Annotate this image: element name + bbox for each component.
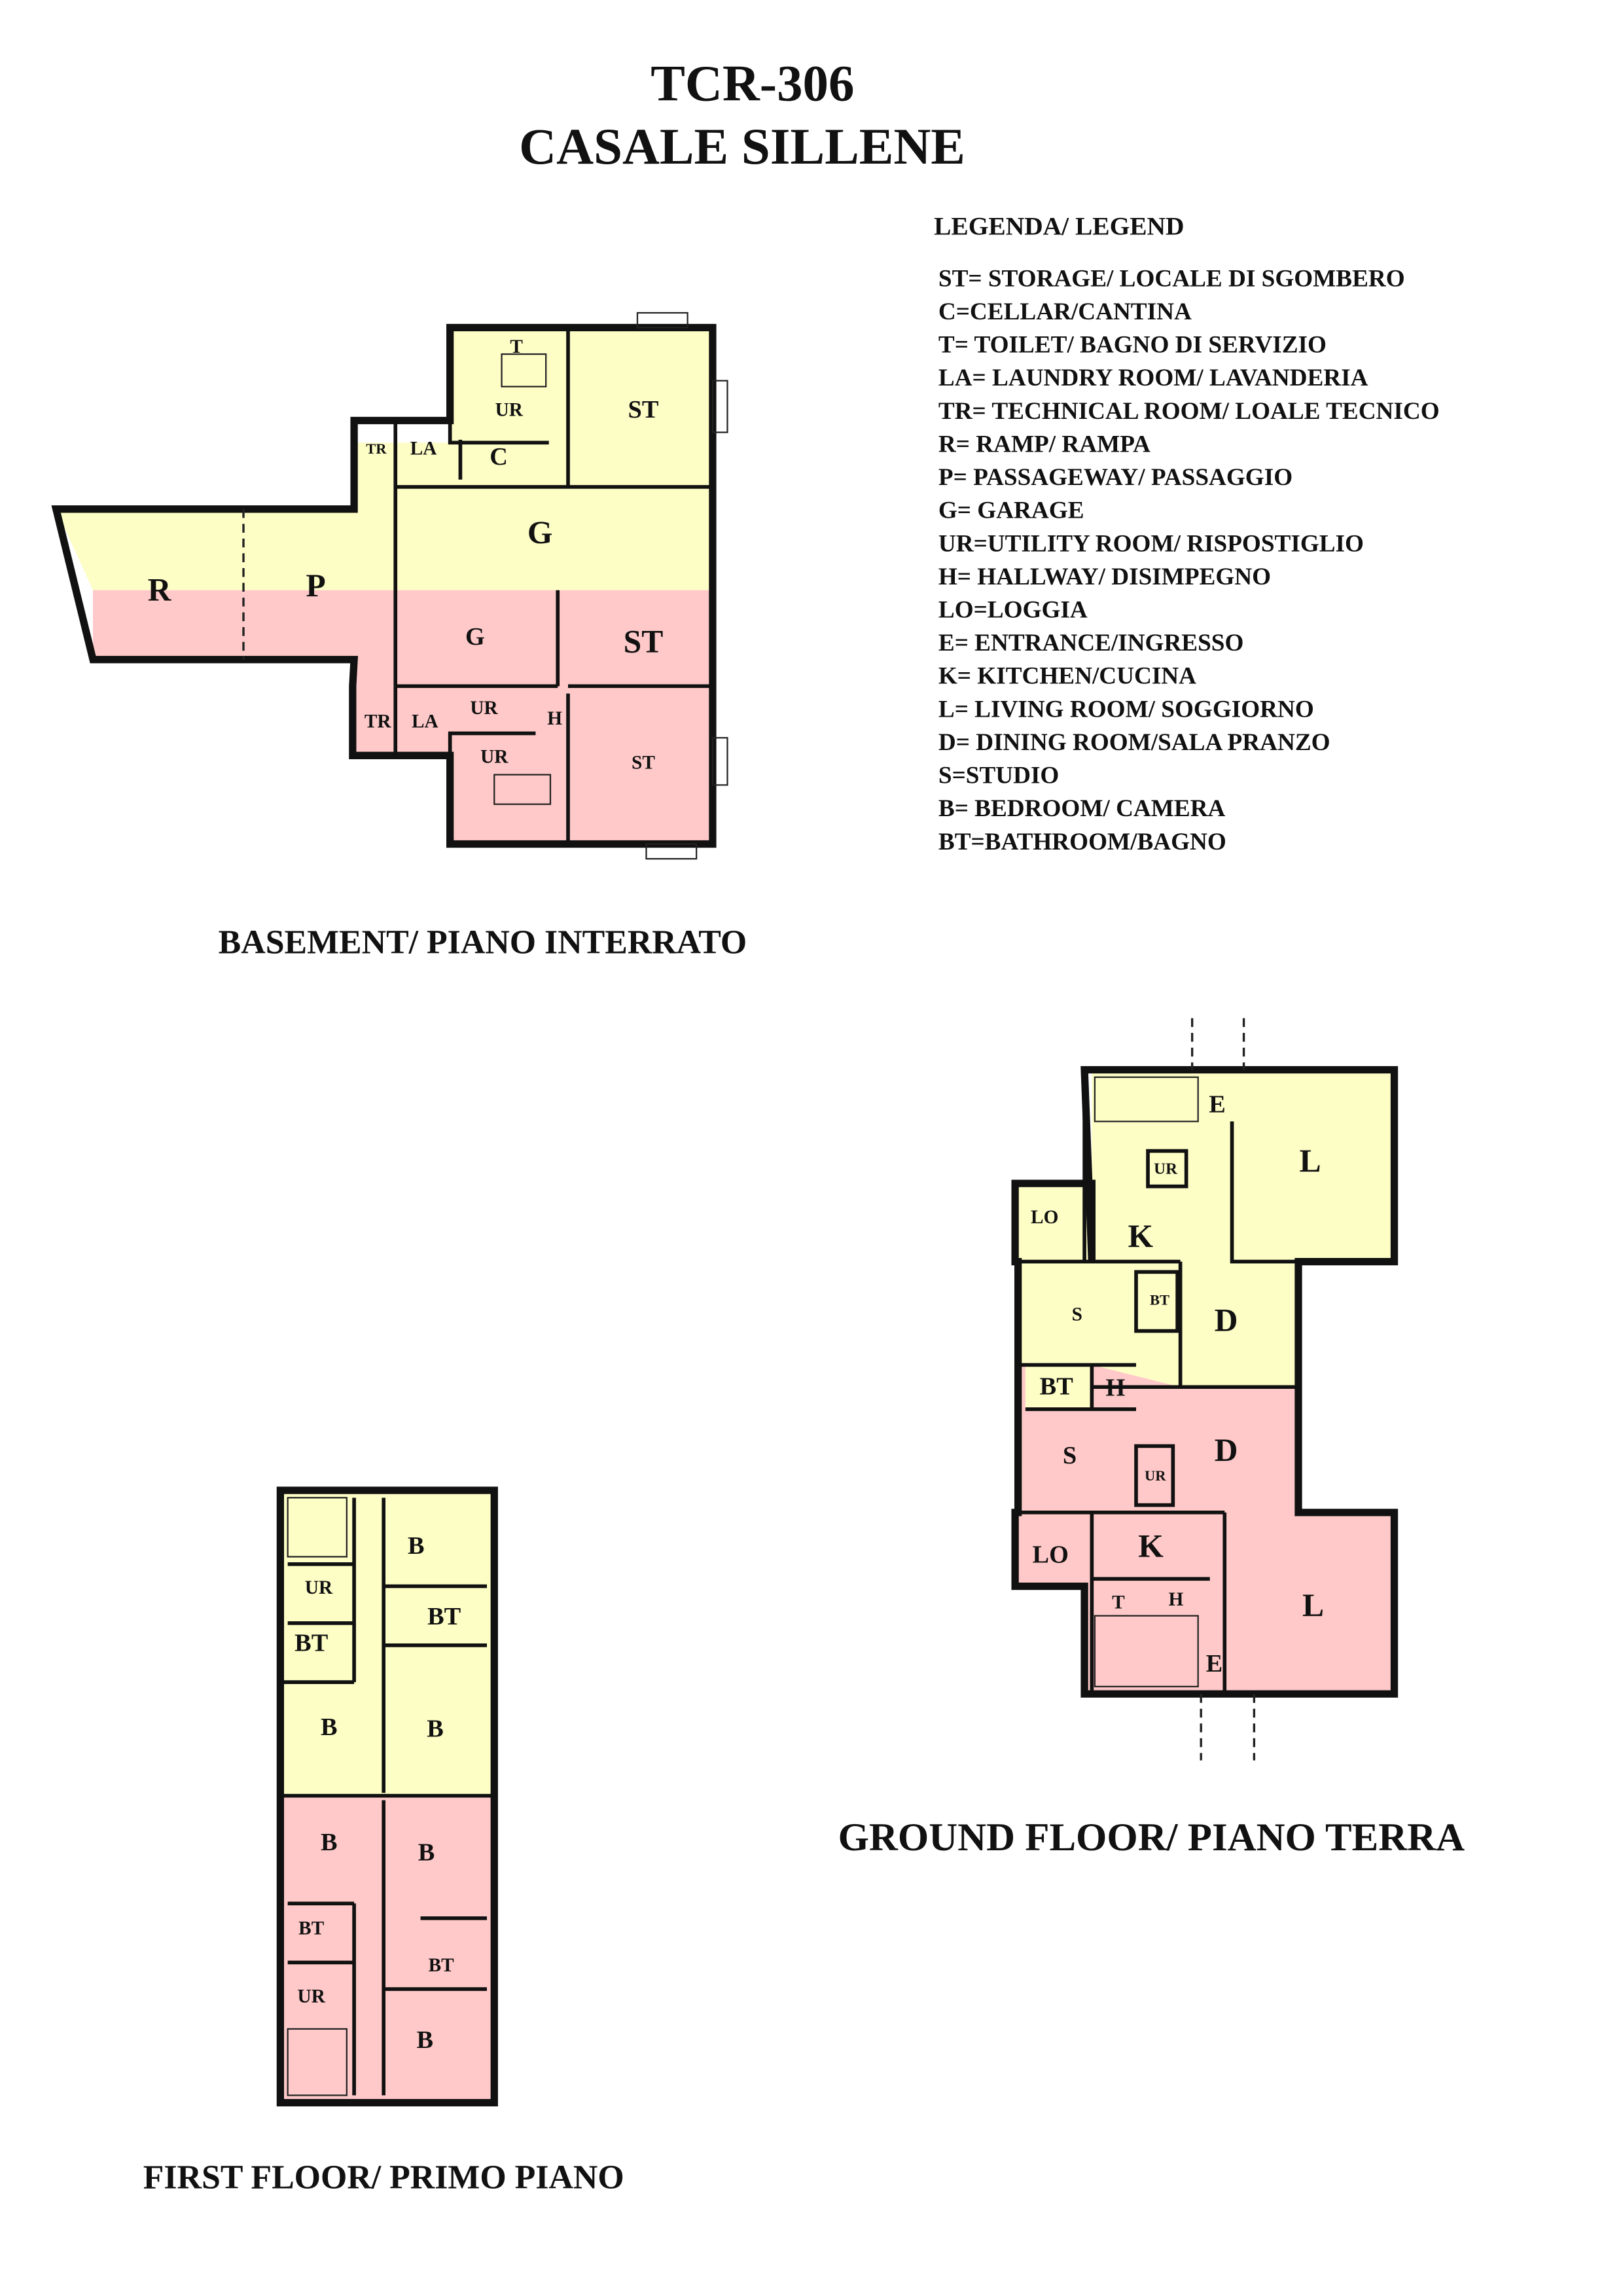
room-label: TR	[365, 711, 392, 732]
room-label: L	[1302, 1587, 1324, 1623]
room-label: BT	[298, 1918, 325, 1939]
ground-room-labels: E L UR LO K S BT D BT H S D UR LO K T H …	[1031, 1091, 1324, 1677]
room-label: UR	[298, 1986, 326, 2007]
legend-item: H= HALLWAY/ DISIMPEGNO	[938, 564, 1271, 590]
room-label: B	[321, 1829, 338, 1856]
room-label: BT	[1040, 1372, 1073, 1400]
room-label: H	[547, 708, 562, 729]
first-floor-plan: B UR BT BT B B B B BT BT UR B	[276, 1486, 498, 2107]
room-label: C	[490, 443, 508, 471]
basement-plan: T UR ST TR LA C G R P G ST TR LA UR H UR…	[51, 312, 728, 860]
room-label: S	[1072, 1304, 1082, 1325]
room-label: K	[1138, 1528, 1164, 1564]
room-label: B	[427, 1715, 444, 1742]
room-label: TR	[366, 440, 387, 457]
legend-item: LO=LOGGIA	[938, 597, 1088, 624]
room-label: H	[1106, 1374, 1126, 1402]
legend-item: D= DINING ROOM/SALA PRANZO	[938, 729, 1330, 756]
legend-item: E= ENTRANCE/INGRESSO	[938, 630, 1244, 656]
room-label: G	[465, 623, 485, 651]
room-label: BT	[294, 1630, 328, 1657]
property-code: TCR-306	[651, 55, 854, 112]
room-label: ST	[628, 396, 659, 423]
legend-item: G= GARAGE	[938, 497, 1084, 524]
room-label: T	[510, 336, 523, 357]
room-label: B	[417, 2026, 434, 2054]
room-label: LA	[410, 438, 437, 459]
room-label: LO	[1031, 1207, 1058, 1228]
room-label: K	[1128, 1218, 1153, 1254]
room-label: S	[1063, 1442, 1077, 1469]
room-label: G	[527, 514, 553, 550]
room-label: ST	[624, 624, 664, 660]
legend-item: P= PASSAGEWAY/ PASSAGGIO	[938, 464, 1293, 491]
room-label: D	[1215, 1432, 1238, 1468]
room-label: UR	[470, 698, 498, 719]
legend-item: T= TOILET/ BAGNO DI SERVIZIO	[938, 332, 1327, 359]
room-label: UR	[495, 400, 524, 421]
basement-title: BASEMENT/ PIANO INTERRATO	[219, 924, 747, 961]
legend-item: UR=UTILITY ROOM/ RISPOSTIGLIO	[938, 530, 1364, 557]
legend-item: C=CELLAR/CANTINA	[938, 298, 1192, 325]
room-label: B	[418, 1839, 435, 1867]
room-label: BT	[1150, 1292, 1169, 1308]
room-label: LO	[1033, 1541, 1069, 1568]
room-label: T	[1112, 1592, 1125, 1613]
ground-floor-title: GROUND FLOOR/ PIANO TERRA	[838, 1816, 1465, 1859]
first-floor-title: FIRST FLOOR/ PRIMO PIANO	[143, 2159, 624, 2196]
legend-item: K= KITCHEN/CUCINA	[938, 663, 1196, 690]
basement-room-labels: T UR ST TR LA C G R P G ST TR LA UR H UR…	[148, 336, 664, 774]
room-label: P	[306, 567, 325, 603]
legend: LEGENDA/ LEGEND ST= STORAGE/ LOCALE DI S…	[934, 211, 1440, 855]
legend-item: R= RAMP/ RAMPA	[938, 431, 1150, 457]
legend-item: S=STUDIO	[938, 762, 1059, 789]
room-label: H	[1168, 1589, 1183, 1610]
room-label: D	[1215, 1302, 1238, 1338]
room-label: UR	[480, 747, 508, 768]
legend-item: L= LIVING ROOM/ SOGGIORNO	[938, 696, 1314, 723]
legend-item: TR= TECHNICAL ROOM/ LOALE TECNICO	[938, 398, 1440, 425]
legend-item: ST= STORAGE/ LOCALE DI SGOMBERO	[938, 265, 1405, 292]
room-label: B	[321, 1713, 338, 1741]
room-label: E	[1206, 1650, 1223, 1677]
room-label: BT	[427, 1603, 461, 1630]
legend-item: B= BEDROOM/ CAMERA	[938, 795, 1226, 822]
room-label: BT	[429, 1955, 455, 1976]
first-room-labels: B UR BT BT B B B B BT BT UR B	[294, 1532, 461, 2054]
room-label: UR	[305, 1577, 333, 1598]
legend-title: LEGENDA/ LEGEND	[934, 211, 1184, 240]
room-label: B	[408, 1532, 425, 1560]
ground-floor-plan: E L UR LO K S BT D BT H S D UR LO K T H …	[1011, 1018, 1399, 1761]
property-name: CASALE SILLENE	[519, 118, 965, 175]
room-label: LA	[412, 711, 438, 732]
room-label: UR	[1145, 1467, 1166, 1484]
legend-item: LA= LAUNDRY ROOM/ LAVANDERIA	[938, 365, 1368, 391]
room-label: E	[1209, 1091, 1226, 1119]
room-label: R	[148, 572, 172, 608]
room-label: L	[1299, 1143, 1321, 1179]
legend-item: BT=BATHROOM/BAGNO	[938, 829, 1226, 855]
room-label: UR	[1154, 1160, 1178, 1178]
room-label: ST	[632, 753, 655, 774]
